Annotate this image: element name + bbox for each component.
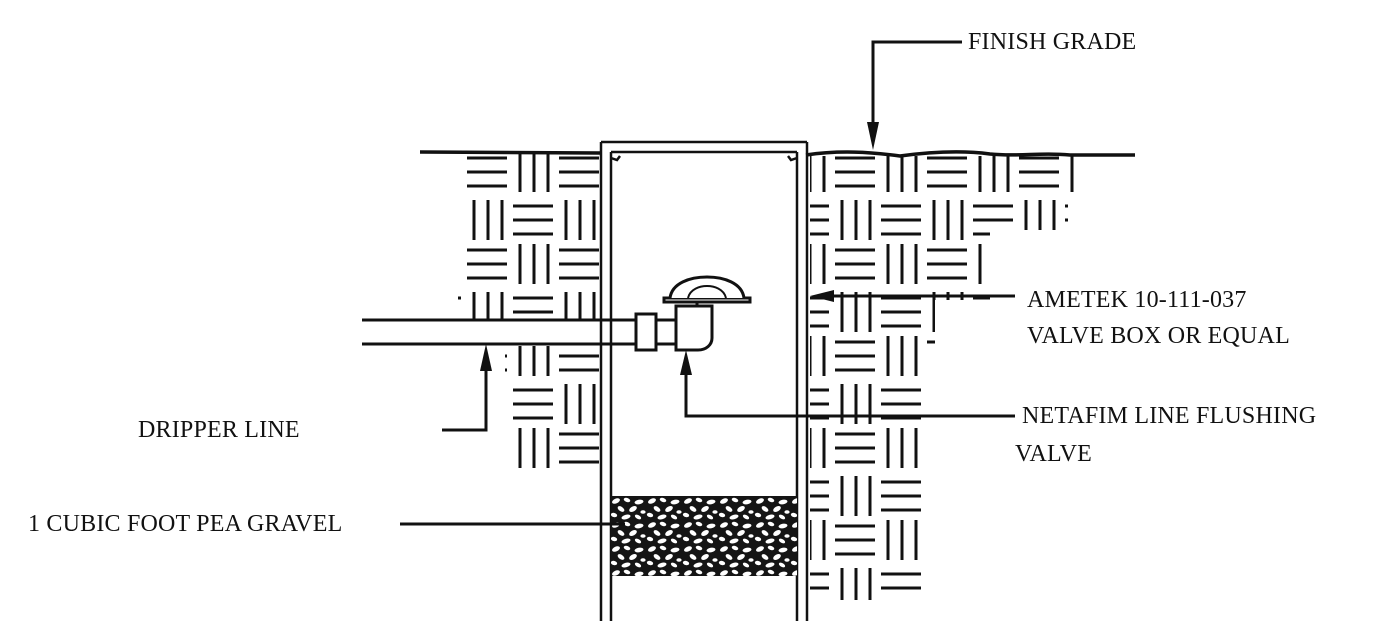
soil-hatch-right: [810, 156, 1084, 600]
gravel-label: 1 CUBIC FOOT PEA GRAVEL: [28, 511, 343, 537]
leader-dripper-line: [442, 344, 492, 432]
finish-grade-line-right: [805, 150, 1135, 158]
flushing-valve-label-line2: VALVE: [1015, 441, 1093, 467]
flushing-valve-label-line1: NETAFIM LINE FLUSHING: [1022, 403, 1317, 429]
finish-grade-label: FINISH GRADE: [968, 29, 1137, 55]
leader-flushing-valve: [680, 350, 1015, 418]
leader-finish-grade: [867, 40, 962, 150]
flushing-valve: [634, 275, 752, 352]
valve-box-label-line2: VALVE BOX OR EQUAL: [1027, 323, 1290, 349]
dripper-pipe: [362, 318, 636, 346]
valve-box-label-line1: AMETEK 10-111-037: [1027, 287, 1247, 313]
pipe-clearance: [460, 320, 605, 346]
dripper-line-label: DRIPPER LINE: [138, 417, 300, 443]
pea-gravel: [611, 496, 797, 576]
finish-grade-line-left: [419, 150, 601, 155]
leader-valve-box: [810, 290, 1015, 302]
